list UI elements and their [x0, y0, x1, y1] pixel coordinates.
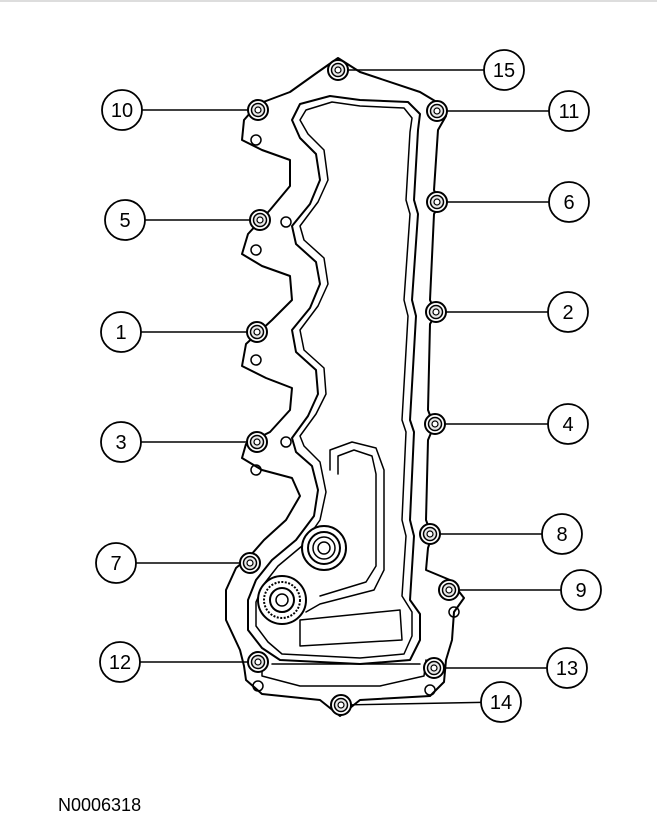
callout-2: 2 [547, 291, 589, 333]
callout-number: 6 [563, 192, 574, 214]
bolt-15 [327, 59, 349, 81]
bolt-4 [424, 413, 446, 435]
callout-11: 11 [548, 90, 590, 132]
callout-number: 13 [556, 658, 578, 680]
valve-cover-gasket [225, 57, 465, 717]
bolt-10 [247, 99, 269, 121]
bolt-11 [426, 100, 448, 122]
oil-fill-port [301, 525, 347, 571]
callout-number: 4 [562, 414, 573, 436]
bolt-1 [246, 321, 268, 343]
callout-8: 8 [541, 513, 583, 555]
callout-number: 14 [490, 692, 512, 714]
callout-number: 8 [556, 524, 567, 546]
callout-3: 3 [100, 421, 142, 463]
callout-number: 11 [559, 101, 580, 123]
callout-number: 1 [115, 322, 126, 344]
callout-number: 12 [109, 652, 131, 674]
callout-15: 15 [483, 49, 525, 91]
callout-number: 9 [575, 580, 586, 602]
callout-number: 5 [119, 210, 130, 232]
callout-14: 14 [480, 681, 522, 723]
callout-6: 6 [548, 181, 590, 223]
callout-9: 9 [560, 569, 602, 611]
bolt-12 [247, 651, 269, 673]
bolt-5 [249, 209, 271, 231]
callout-number: 10 [111, 100, 133, 122]
callout-4: 4 [547, 403, 589, 445]
bolt-3 [246, 431, 268, 453]
bolt-13 [423, 657, 445, 679]
leader-line-layer [136, 69, 561, 706]
callout-number: 2 [562, 302, 573, 324]
callout-number: 3 [115, 432, 126, 454]
callout-13: 13 [546, 647, 588, 689]
bolt-9 [438, 579, 460, 601]
bolt-layer [239, 59, 460, 716]
bolt-6 [426, 191, 448, 213]
callout-number: 7 [110, 553, 121, 575]
bolt-14 [330, 694, 352, 716]
bolt-8 [419, 523, 441, 545]
leader-line-14 [350, 701, 482, 706]
breather-port [257, 575, 307, 625]
callout-12: 12 [99, 641, 141, 683]
callout-10: 10 [101, 89, 143, 131]
bolt-7 [239, 552, 261, 574]
callout-5: 5 [104, 199, 146, 241]
callout-7: 7 [95, 542, 137, 584]
callout-number: 15 [493, 60, 515, 82]
figure-id: N0006318 [58, 795, 142, 815]
bolt-2 [425, 301, 447, 323]
callout-1: 1 [100, 311, 142, 353]
